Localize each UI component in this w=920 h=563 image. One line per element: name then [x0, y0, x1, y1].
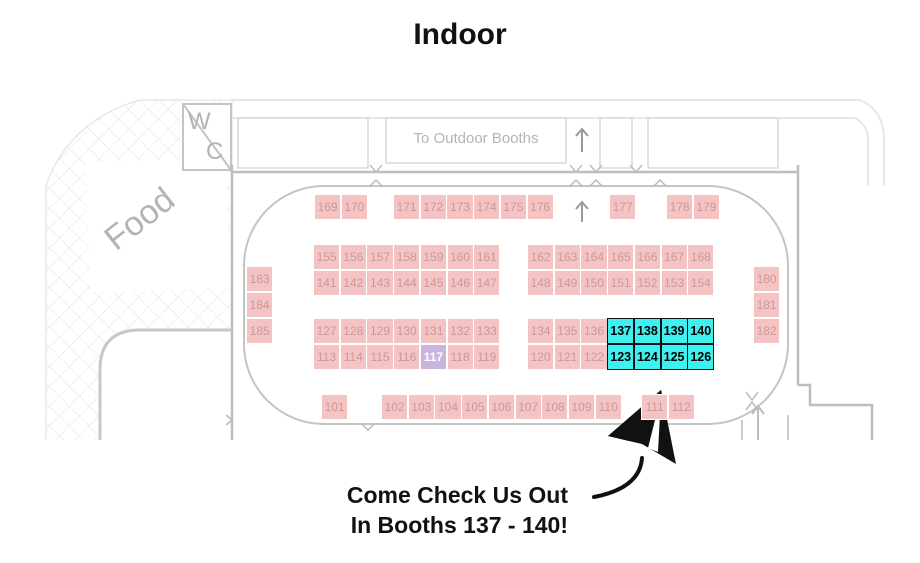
booth-127: 127 [313, 318, 341, 344]
wc-label-c: C [206, 138, 224, 165]
booth-128: 128 [339, 318, 367, 344]
booth-165: 165 [607, 244, 635, 270]
booth-153: 153 [660, 270, 688, 296]
booth-129: 129 [366, 318, 394, 344]
booth-108: 108 [541, 394, 569, 420]
page-title: Indoor [413, 18, 507, 51]
booth-178: 178 [666, 194, 694, 220]
booth-105: 105 [461, 394, 489, 420]
callout-line-2: In Booths 137 - 140! [350, 512, 568, 538]
booth-157: 157 [366, 244, 394, 270]
booth-147: 147 [473, 270, 501, 296]
booth-117: 117 [419, 344, 447, 370]
booth-183: 183 [246, 266, 274, 292]
booth-119: 119 [473, 344, 501, 370]
booth-109: 109 [567, 394, 596, 420]
booth-159: 159 [419, 244, 447, 270]
booth-184: 184 [246, 292, 274, 318]
booth-141: 141 [313, 270, 341, 296]
booth-126: 126 [687, 344, 715, 370]
booth-181: 181 [753, 292, 781, 318]
wc-label-w: W [188, 108, 211, 135]
booth-111: 111 [641, 394, 669, 420]
booth-107: 107 [514, 394, 542, 420]
booth-122: 122 [580, 344, 608, 370]
booth-115: 115 [366, 344, 394, 370]
booth-175: 175 [499, 194, 527, 220]
booth-123: 123 [607, 344, 635, 370]
booth-132: 132 [446, 318, 474, 344]
booth-145: 145 [419, 270, 447, 296]
booth-135: 135 [553, 318, 581, 344]
booth-166: 166 [633, 244, 661, 270]
booth-161: 161 [473, 244, 501, 270]
booth-101: 101 [321, 394, 349, 420]
booth-154: 154 [687, 270, 715, 296]
callout-line-1: Come Check Us Out [346, 482, 568, 508]
booth-185: 185 [246, 318, 274, 344]
booth-139: 139 [660, 318, 688, 344]
booth-137: 137 [607, 318, 635, 344]
booth-155: 155 [313, 244, 341, 270]
booth-131: 131 [419, 318, 447, 344]
booth-182: 182 [753, 318, 781, 344]
booth-151: 151 [607, 270, 635, 296]
booth-146: 146 [446, 270, 474, 296]
booth-142: 142 [339, 270, 367, 296]
booth-171: 171 [393, 194, 421, 220]
booth-173: 173 [446, 194, 474, 220]
booth-148: 148 [527, 270, 555, 296]
booth-179: 179 [692, 194, 720, 220]
booth-168: 168 [687, 244, 715, 270]
booth-106: 106 [487, 394, 515, 420]
booth-125: 125 [660, 344, 688, 370]
booth-103: 103 [407, 394, 435, 420]
booth-176: 176 [526, 194, 554, 220]
booth-158: 158 [393, 244, 421, 270]
booth-112: 112 [667, 394, 695, 420]
booth-162: 162 [527, 244, 555, 270]
booth-124: 124 [633, 344, 661, 370]
booth-167: 167 [660, 244, 688, 270]
booth-130: 130 [393, 318, 421, 344]
booth-140: 140 [687, 318, 715, 344]
booth-102: 102 [381, 394, 409, 420]
booth-120: 120 [527, 344, 555, 370]
booth-144: 144 [393, 270, 421, 296]
outdoor-booths-label: To Outdoor Booths [413, 130, 539, 147]
booth-150: 150 [580, 270, 608, 296]
booth-160: 160 [446, 244, 474, 270]
booth-136: 136 [580, 318, 608, 344]
booth-180: 180 [753, 266, 781, 292]
booth-169: 169 [314, 194, 342, 220]
booth-174: 174 [473, 194, 501, 220]
booth-143: 143 [366, 270, 394, 296]
booth-164: 164 [580, 244, 608, 270]
booth-110: 110 [594, 394, 622, 420]
booth-152: 152 [633, 270, 661, 296]
booth-138: 138 [633, 318, 661, 344]
booth-121: 121 [553, 344, 581, 370]
booth-172: 172 [419, 194, 447, 220]
booth-116: 116 [393, 344, 421, 370]
food-area [85, 157, 231, 293]
booth-177: 177 [609, 194, 637, 220]
booth-133: 133 [473, 318, 501, 344]
booth-134: 134 [527, 318, 555, 344]
booth-118: 118 [446, 344, 474, 370]
booth-163: 163 [553, 244, 581, 270]
booth-104: 104 [434, 394, 462, 420]
booth-156: 156 [339, 244, 367, 270]
booth-113: 113 [313, 344, 341, 370]
booth-149: 149 [553, 270, 581, 296]
booth-170: 170 [340, 194, 368, 220]
booth-114: 114 [339, 344, 367, 370]
callout-text: Come Check Us Out In Booths 137 - 140! [347, 480, 568, 540]
